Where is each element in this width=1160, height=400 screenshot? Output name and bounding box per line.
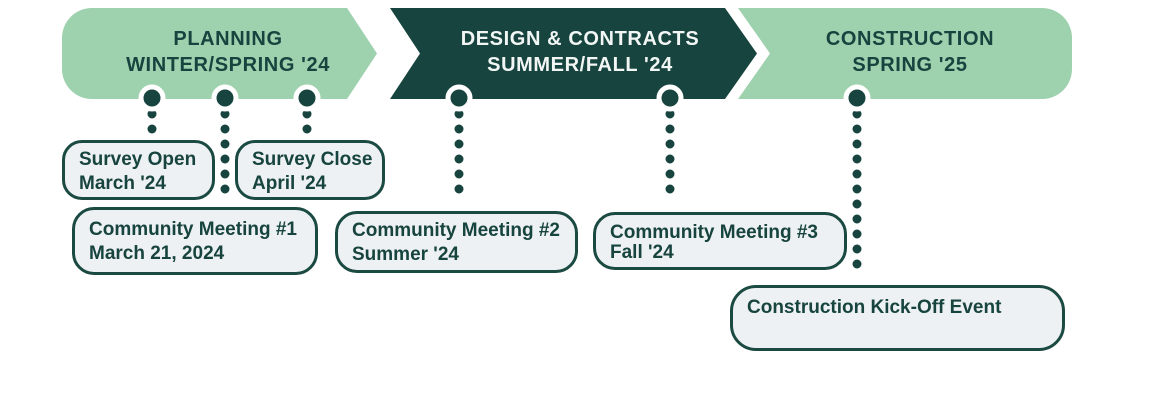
event-title: Community Meeting #3 <box>610 222 818 243</box>
timeline-node-dot-2 <box>211 84 239 112</box>
event-community-meeting-1: Community Meeting #1 March 21, 2024 <box>72 207 318 275</box>
timeline-node-dot-4 <box>445 84 473 112</box>
event-date: March '24 <box>79 173 166 194</box>
phase-2-name: DESIGN & CONTRACTS <box>460 28 700 50</box>
timeline-node-dot-6 <box>843 84 871 112</box>
phase-3-band-shape <box>738 8 1072 99</box>
event-title: Community Meeting #1 <box>89 219 297 240</box>
phase-1-label: PLANNING WINTER/SPRING '24 <box>78 26 378 78</box>
phase-2-band-shape <box>390 8 757 99</box>
event-date: Fall '24 <box>610 242 674 263</box>
phase-1-band-shape <box>62 8 377 99</box>
timeline-node-dot-1 <box>138 84 166 112</box>
event-date: Summer '24 <box>352 244 459 265</box>
timeline-node-dot-5 <box>656 84 684 112</box>
event-construction-kickoff: Construction Kick-Off Event <box>730 285 1065 351</box>
timeline-node-dot-3 <box>293 84 321 112</box>
event-title: Survey Open <box>79 149 197 170</box>
phase-1-name: PLANNING <box>173 28 283 50</box>
phase-2-label: DESIGN & CONTRACTS SUMMER/FALL '24 <box>435 26 725 78</box>
event-title: Construction Kick-Off Event <box>747 297 1002 318</box>
phase-1-dates: WINTER/SPRING '24 <box>126 54 330 76</box>
event-date: April '24 <box>252 173 327 194</box>
event-community-meeting-2: Community Meeting #2 Summer '24 <box>335 211 578 273</box>
phase-3-dates: SPRING '25 <box>852 54 968 76</box>
event-survey-close: Survey Close April '24 <box>235 140 385 200</box>
event-title: Survey Close <box>252 149 373 170</box>
event-community-meeting-3: Community Meeting #3 Fall '24 <box>593 212 847 270</box>
event-title: Community Meeting #2 <box>352 220 560 241</box>
phase-3-name: CONSTRUCTION <box>825 28 995 50</box>
event-date: March 21, 2024 <box>89 243 225 264</box>
phase-2-dates: SUMMER/FALL '24 <box>487 54 673 76</box>
event-survey-open: Survey Open March '24 <box>62 140 215 200</box>
phase-3-label: CONSTRUCTION SPRING '25 <box>765 26 1055 78</box>
